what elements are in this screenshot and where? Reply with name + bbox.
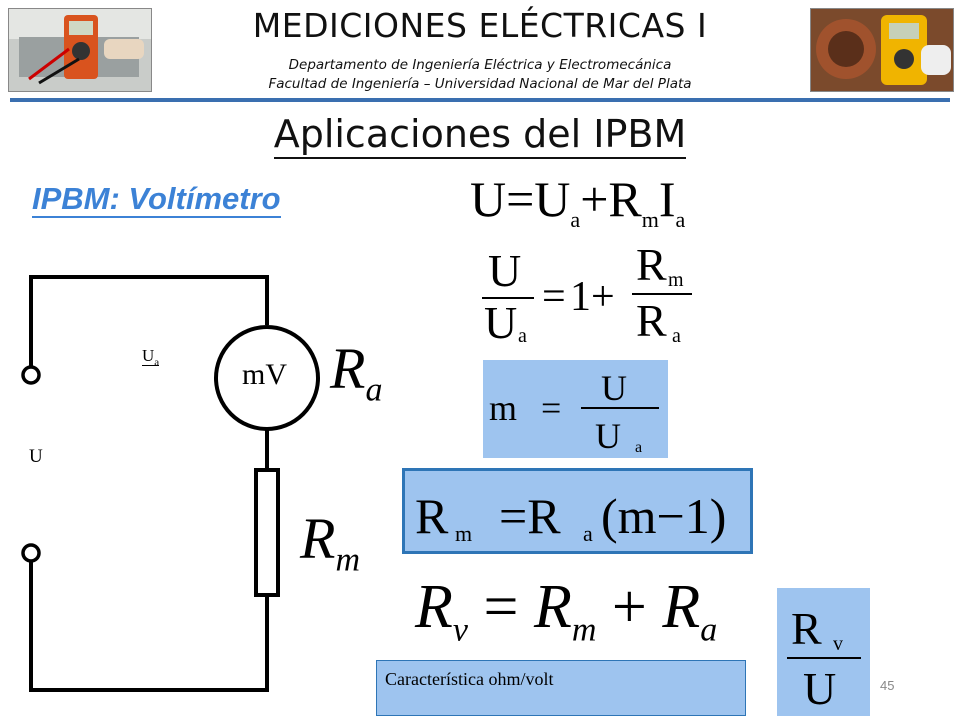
- svg-text:U: U: [488, 245, 521, 296]
- svg-text:=: =: [541, 388, 561, 428]
- svg-text:R: R: [636, 295, 667, 346]
- svg-text:(m−1): (m−1): [601, 488, 726, 544]
- svg-text:a: a: [518, 325, 527, 347]
- characteristic-label: Característica ohm/volt: [376, 660, 746, 716]
- section-subtitle: IPBM: Voltímetro: [32, 181, 281, 218]
- page-title: Aplicaciones del IPBM: [0, 112, 960, 159]
- svg-text:U: U: [601, 368, 627, 408]
- svg-text:=R: =R: [499, 488, 561, 544]
- svg-text:R: R: [415, 488, 449, 544]
- svg-text:m: m: [489, 388, 517, 428]
- svg-text:a: a: [583, 521, 593, 546]
- svg-text:a: a: [672, 325, 681, 347]
- svg-text:R: R: [636, 240, 667, 290]
- faculty-line: Facultad de Ingeniería – Universidad Nac…: [268, 76, 692, 92]
- multiplier-factor-box: m = U U a: [483, 360, 668, 458]
- course-title: MEDICIONES ELÉCTRICAS I: [252, 6, 708, 45]
- svg-text:U: U: [484, 297, 517, 348]
- equation-u-sum: U=Ua+RmIa: [470, 171, 686, 232]
- svg-text:a: a: [635, 439, 642, 456]
- ra-label: Ra: [330, 336, 383, 409]
- svg-text:1+: 1+: [570, 274, 615, 320]
- ohm-per-volt-box: R v U: [777, 588, 870, 716]
- svg-text:=: =: [542, 274, 566, 320]
- meter-label: mV: [242, 358, 287, 391]
- equation-ratio: U U a = 1+ R m R a: [482, 240, 692, 348]
- header-divider: [10, 98, 950, 102]
- voltmeter-circuit: [21, 275, 320, 692]
- svg-text:U: U: [803, 663, 836, 714]
- svg-text:R: R: [791, 603, 822, 654]
- multimeter-photo-right: [810, 8, 954, 92]
- u-label: U: [29, 446, 43, 467]
- series-resistance-box: R m =R a (m−1): [402, 468, 753, 554]
- ua-label: Ua: [142, 346, 160, 369]
- svg-text:m: m: [668, 269, 684, 291]
- department-line: Departamento de Ingeniería Eléctrica y E…: [288, 57, 672, 73]
- svg-text:m: m: [455, 521, 472, 546]
- slide-number: 45: [880, 678, 895, 693]
- svg-text:U: U: [595, 416, 621, 456]
- equation-rv-sum: Rv = Rm + Ra: [415, 573, 718, 649]
- svg-text:v: v: [833, 633, 843, 655]
- multimeter-photo-left: [8, 8, 152, 92]
- rm-label: Rm: [300, 506, 360, 579]
